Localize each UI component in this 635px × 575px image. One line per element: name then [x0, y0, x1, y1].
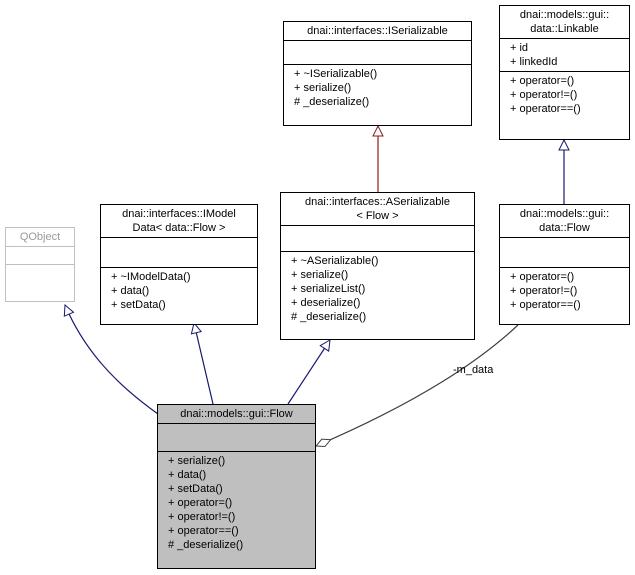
- class-name: QObject: [6, 228, 74, 246]
- class-name-line: QObject: [19, 231, 61, 243]
- attributes-section: [281, 225, 474, 251]
- operation: + operator=(): [168, 497, 233, 509]
- class-name: dnai::models::gui::Flow: [158, 405, 315, 423]
- operations-section: + operator=() + operator!=() + operator=…: [500, 267, 629, 314]
- operation: + operator=(): [510, 75, 575, 87]
- operation: + serialize(): [168, 455, 226, 467]
- attributes-section: [284, 40, 471, 64]
- operation: + deserialize(): [291, 297, 361, 309]
- class-gui-flow: dnai::models::gui::Flow + serialize() + …: [157, 404, 316, 569]
- class-imodeldata: dnai::interfaces::IModel Data< data::Flo…: [100, 204, 258, 325]
- class-name: dnai::interfaces::ISerializable: [284, 22, 471, 40]
- class-iserializable: dnai::interfaces::ISerializable + ~ISeri…: [283, 21, 472, 126]
- class-name: dnai::interfaces::ASerializable < Flow >: [281, 193, 474, 225]
- operations-section: + serialize() + data() + setData() + ope…: [158, 451, 315, 554]
- edge-guiflow-to-imodeldata: [194, 323, 214, 405]
- operation: + operator!=(): [510, 285, 578, 297]
- class-qobject: QObject: [5, 227, 75, 302]
- class-name-line: dnai::models::gui::: [519, 208, 610, 220]
- attributes-section: [500, 237, 629, 267]
- class-name-line: dnai::interfaces::ASerializable: [305, 196, 450, 208]
- class-aserializable: dnai::interfaces::ASerializable < Flow >…: [280, 192, 475, 340]
- operation: + operator==(): [510, 103, 581, 115]
- operation: + data(): [168, 469, 207, 481]
- class-linkable: dnai::models::gui:: data::Linkable + id …: [499, 5, 630, 140]
- operations-section: + ~ISerializable() + serialize() # _dese…: [284, 64, 471, 111]
- operations-section: + operator=() + operator!=() + operator=…: [500, 71, 629, 118]
- edge-guiflow-to-aserializable: [287, 340, 330, 405]
- edge-guiflow-to-qobject: [65, 305, 159, 415]
- operations-section: + ~IModelData() + data() + setData(): [101, 267, 257, 314]
- class-name: dnai::interfaces::IModel Data< data::Flo…: [101, 205, 257, 237]
- attributes-section: [6, 246, 74, 264]
- attribute: + id: [510, 42, 529, 54]
- edge-dataflow-to-guiflow-association: [316, 324, 519, 446]
- operation: + operator==(): [510, 299, 581, 311]
- operation: + serialize(): [291, 269, 349, 281]
- attribute: + linkedId: [510, 56, 558, 68]
- class-name-line: data::Linkable: [530, 23, 599, 35]
- class-name: dnai::models::gui:: data::Flow: [500, 205, 629, 237]
- operation: + setData(): [111, 299, 166, 311]
- operation: + ~ASerializable(): [291, 255, 379, 267]
- operation: # _deserialize(): [291, 311, 367, 323]
- attributes-section: + id + linkedId: [500, 38, 629, 71]
- operations-section: + ~ASerializable() + serialize() + seria…: [281, 251, 474, 326]
- operation: + operator==(): [168, 525, 239, 537]
- class-name-line: dnai::interfaces::IModel: [122, 208, 236, 220]
- class-name-line: data::Flow: [539, 222, 590, 234]
- attributes-section: [101, 237, 257, 267]
- operation: + operator!=(): [510, 89, 578, 101]
- operation: + operator=(): [510, 271, 575, 283]
- class-name-line: dnai::models::gui::: [519, 9, 610, 21]
- operation: + serializeList(): [291, 283, 366, 295]
- operation: + operator!=(): [168, 511, 236, 523]
- operation: + setData(): [168, 483, 223, 495]
- class-name: dnai::models::gui:: data::Linkable: [500, 6, 629, 38]
- class-data-flow: dnai::models::gui:: data::Flow + operato…: [499, 204, 630, 325]
- operation: # _deserialize(): [168, 539, 244, 551]
- class-name-line: dnai::models::gui::Flow: [180, 408, 293, 420]
- class-name-line: < Flow >: [356, 210, 399, 222]
- class-name-line: Data< data::Flow >: [132, 222, 226, 234]
- operation: + ~IModelData(): [111, 271, 191, 283]
- operations-section: [6, 264, 74, 282]
- class-name-line: dnai::interfaces::ISerializable: [307, 25, 448, 37]
- operation: # _deserialize(): [294, 96, 370, 108]
- operation: + data(): [111, 285, 150, 297]
- association-label-m-data: -m_data: [453, 364, 494, 376]
- operation: + ~ISerializable(): [294, 68, 378, 80]
- operation: + serialize(): [294, 82, 352, 94]
- attributes-section: [158, 423, 315, 451]
